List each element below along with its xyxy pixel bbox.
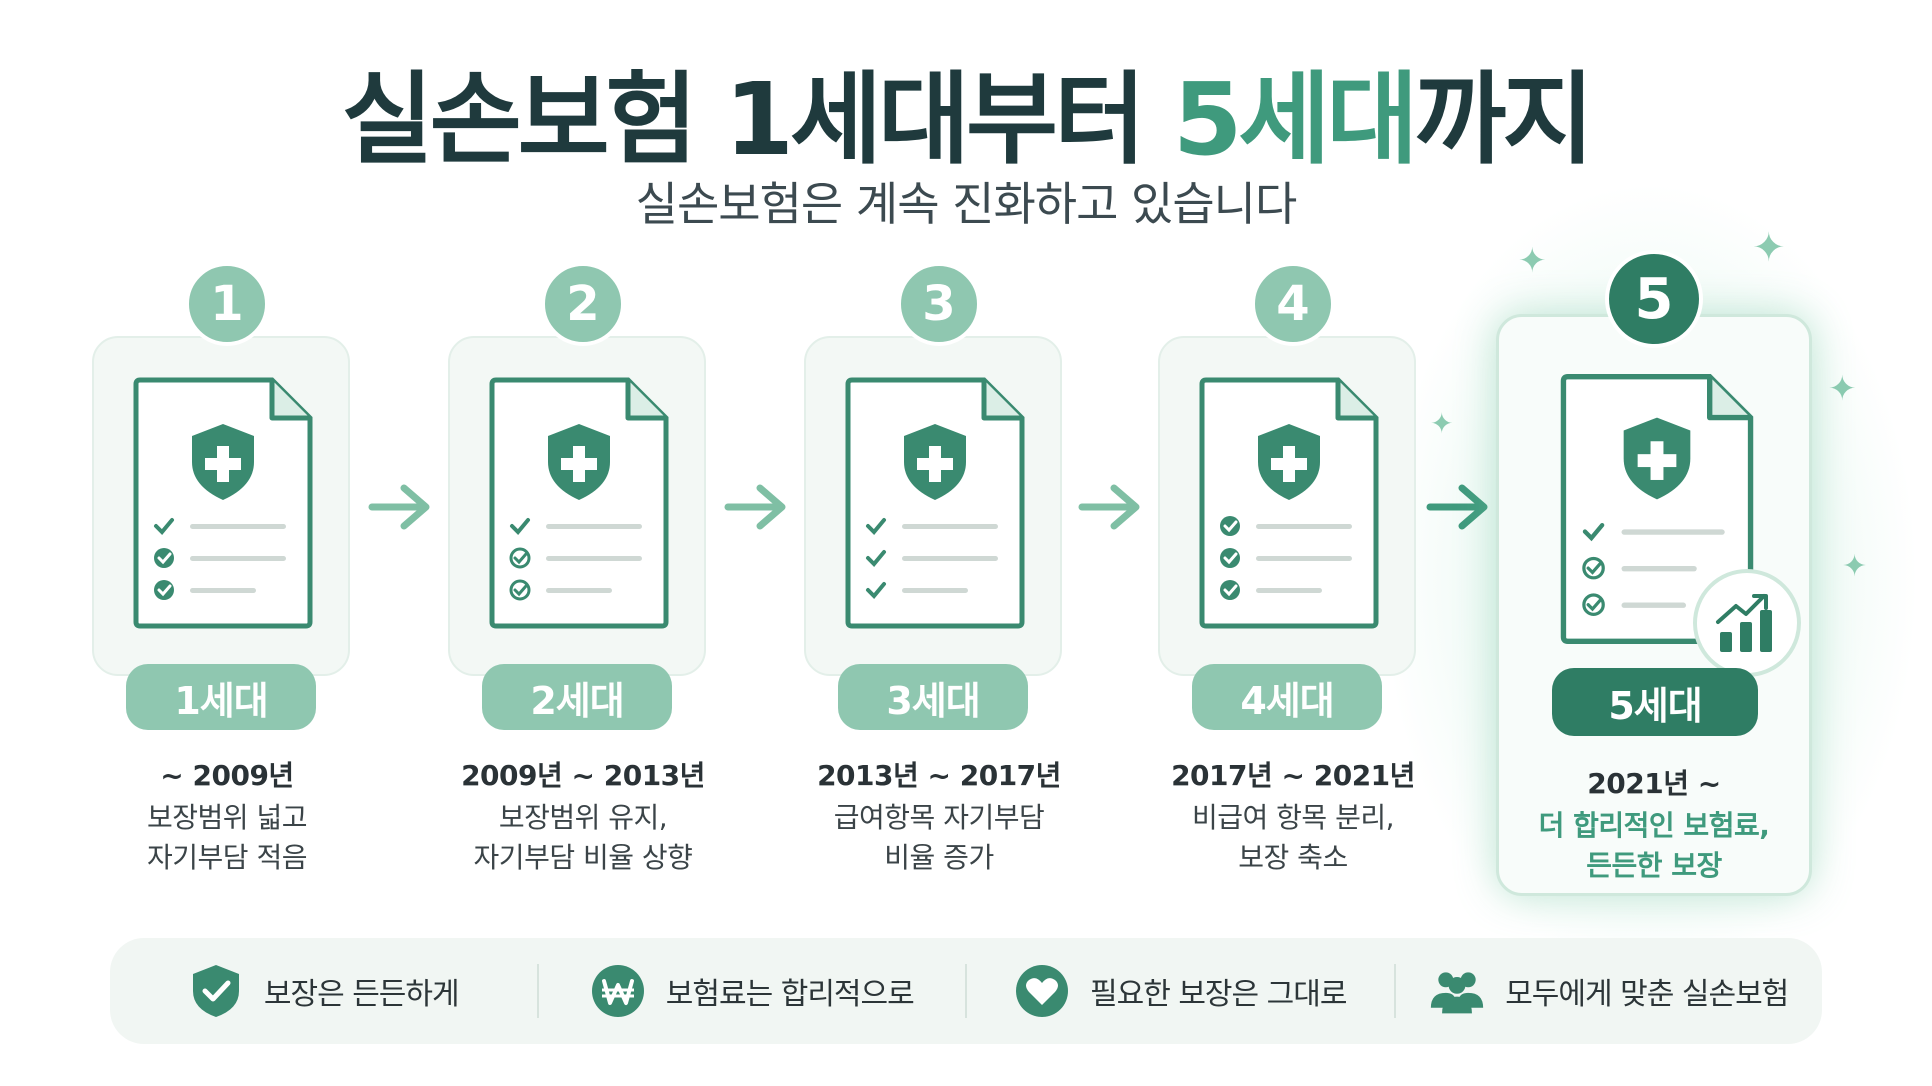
generation-description: 비급여 항목 분리, 보장 축소 (1118, 798, 1468, 878)
insurance-document-icon (1199, 377, 1379, 629)
generation-number-badge: 2 (541, 262, 625, 346)
description-line: 자기부담 비율 상향 (473, 841, 693, 874)
title-prefix: 실손보험 1세대부터 (341, 61, 1173, 178)
generation-card (804, 336, 1062, 676)
divider (1393, 964, 1396, 1018)
feature-item: 필요한 보장은 그대로 (967, 963, 1394, 1019)
insurance-document-icon (1560, 374, 1754, 644)
generation-label: 5세대 (1552, 668, 1758, 736)
sparkle-icon: ✦ (1828, 369, 1857, 409)
description-line: 보장범위 유지, (498, 801, 668, 834)
people-icon (1429, 963, 1485, 1019)
generation-period: 2017년 ~ 2021년 (1171, 759, 1415, 792)
features-bar: 보장은 든든하게 보험료는 합리적으로 필요한 보장은 그대로 (110, 938, 1822, 1044)
description-line: 든든한 보장 (1586, 849, 1722, 882)
generation-label: 1세대 (126, 664, 316, 730)
page-subtitle: 실손보험은 계속 진화하고 있습니다 (635, 177, 1298, 231)
page-title: 실손보험 1세대부터 5세대까지 (0, 38, 1932, 183)
feature-label: 모두에게 맞춘 실손보험 (1505, 977, 1789, 1012)
description-line: 비급여 항목 분리, (1191, 801, 1395, 834)
feature-label: 보장은 든든하게 (263, 977, 460, 1012)
description-line: 자기부담 적음 (147, 841, 307, 874)
description-line: 보장범위 넓고 (147, 801, 307, 834)
description-line: 더 합리적인 보험료, (1538, 809, 1770, 842)
sparkle-icon: ✦ (1518, 241, 1547, 281)
shield-check-icon (188, 963, 244, 1019)
generation-description: 급여항목 자기부담 비율 증가 (764, 798, 1114, 878)
arrow-right-icon (1426, 484, 1488, 530)
divider (536, 964, 539, 1018)
insurance-document-icon (133, 377, 313, 629)
heart-icon (1014, 963, 1070, 1019)
won-coin-icon (590, 963, 646, 1019)
insurance-document-icon (845, 377, 1025, 629)
feature-label: 보험료는 합리적으로 (665, 977, 915, 1012)
feature-item: 모두에게 맞춘 실손보험 (1396, 963, 1823, 1019)
generation-number-badge: 3 (897, 262, 981, 346)
generation-period: 2021년 ~ (1587, 767, 1721, 800)
title-accent: 5세대 (1172, 61, 1419, 178)
arrow-right-icon (368, 484, 430, 530)
arrow-right-icon (724, 484, 786, 530)
generation-description: 보장범위 넓고 자기부담 적음 (52, 798, 402, 878)
generation-label: 4세대 (1192, 664, 1382, 730)
feature-item: 보험료는 합리적으로 (539, 963, 966, 1019)
feature-label: 필요한 보장은 그대로 (1090, 977, 1347, 1012)
generation-number-badge: 5 (1605, 250, 1703, 348)
sparkle-icon: ✦ (1842, 549, 1868, 584)
generation-number-badge: 4 (1251, 262, 1335, 346)
sparkle-icon: ✦ (1430, 407, 1454, 440)
generation-number-badge: 1 (185, 262, 269, 346)
generation-period: 2013년 ~ 2017년 (817, 759, 1061, 792)
generation-card-highlight (1496, 314, 1812, 896)
generation-description: 보장범위 유지, 자기부담 비율 상향 (408, 798, 758, 878)
insurance-document-icon (489, 377, 669, 629)
description-line: 보장 축소 (1238, 841, 1348, 874)
arrow-right-icon (1078, 484, 1140, 530)
generation-period: ~ 2009년 (160, 759, 294, 792)
description-line: 비율 증가 (884, 841, 994, 874)
description-line: 급여항목 자기부담 (833, 801, 1045, 834)
feature-item: 보장은 든든하게 (110, 963, 537, 1019)
generation-card (92, 336, 350, 676)
divider (965, 964, 967, 1018)
sparkle-icon: ✦ (1752, 225, 1786, 271)
generation-period: 2009년 ~ 2013년 (461, 759, 705, 792)
generation-card (1158, 336, 1416, 676)
generation-label: 2세대 (482, 664, 672, 730)
title-suffix: 까지 (1414, 61, 1594, 178)
generation-label: 3세대 (838, 664, 1028, 730)
bar-chart-up-icon (1693, 569, 1801, 677)
generation-description: 더 합리적인 보험료, 든든한 보장 (1486, 806, 1822, 886)
generation-card (448, 336, 706, 676)
